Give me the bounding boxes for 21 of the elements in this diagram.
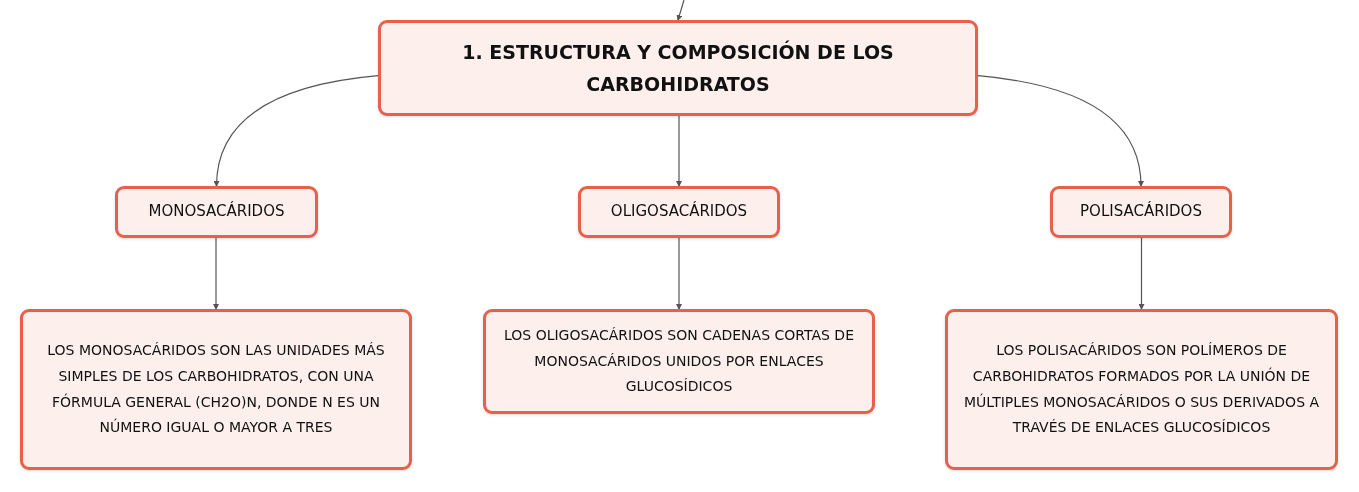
description-box (945, 309, 1338, 470)
connector-arrow (676, 237, 682, 310)
description-text: LOS POLISACÁRIDOS SON POLÍMEROS DE CARBOHIDRATOS FORMADOS POR LA UNIÓN DE MÚLTIPLES MONOSACÁRIDOS O SUS DERIVADOS A TRAVÉS DE ENLACES GLUCOSÍDICOS (962, 340, 1321, 438)
description-text: LOS OLIGOSACÁRIDOS SON CADENAS CORTAS DE MONOSACÁRIDOS UNIDOS POR ENLACES GLUCOSÍDICOS (503, 325, 855, 397)
description-box (20, 309, 412, 470)
description-text: LOS MONOSACÁRIDOS SON LAS UNIDADES MÁS SIMPLES DE LOS CARBOHIDRATOS, CON UNA FÓRMULA GENERAL (CH2O)N, DONDE N ES UN NÚMERO IGUAL O MAYOR A TRES (46, 340, 386, 438)
connector-arrow (676, 115, 682, 187)
connector-arrow (213, 237, 219, 310)
topic-box (578, 186, 780, 238)
topic-box (1050, 186, 1232, 238)
connector-arrow (676, 0, 685, 21)
topic-title: OLIGOSACÁRIDOS (610, 202, 748, 222)
topic-title: 1. ESTRUCTURA Y COMPOSICIÓN DE LOS CARBOHIDRATOS (461, 39, 895, 97)
topic-box (115, 186, 318, 238)
topic-box (378, 20, 978, 116)
connector-arrow (977, 75, 1144, 187)
topic-title: POLISACÁRIDOS (1080, 202, 1202, 222)
topic-title: MONOSACÁRIDOS (148, 202, 285, 222)
connector-arrow (1138, 237, 1145, 310)
connector-arrow (213, 75, 379, 187)
description-box (483, 309, 875, 414)
